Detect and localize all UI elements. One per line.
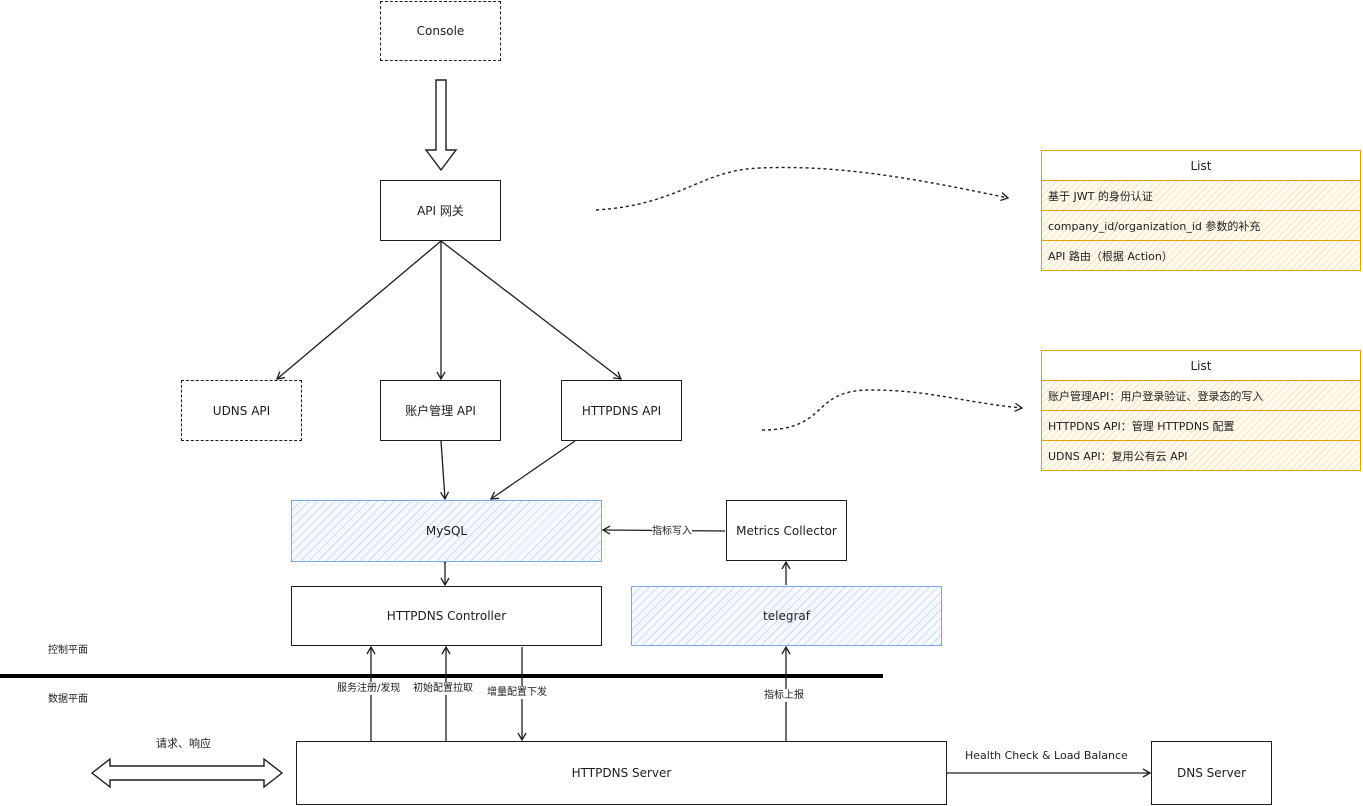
- account-api-label: 账户管理 API: [405, 404, 476, 418]
- api-feature-list: List 账户管理API：用户登录验证、登录态的写入 HTTPDNS API：管…: [1041, 350, 1361, 471]
- console-label: Console: [416, 24, 465, 38]
- telegraf-label: telegraf: [763, 609, 810, 623]
- metrics-collector-label: Metrics Collector: [736, 523, 837, 538]
- gateway-to-httpdns-api-arrow: [440, 240, 623, 380]
- request-response-label: 请求、响应: [156, 737, 211, 750]
- api-gateway-node[interactable]: API 网关: [380, 180, 501, 241]
- mysql-label: MySQL: [425, 524, 468, 538]
- account-api-node[interactable]: 账户管理 API: [380, 380, 501, 441]
- httpdns-api-label: HTTPDNS API: [581, 403, 662, 418]
- list-item: 基于 JWT 的身份认证: [1042, 181, 1360, 211]
- httpdns-api-node[interactable]: HTTPDNS API: [561, 380, 682, 441]
- httpdns-controller-label: HTTPDNS Controller: [386, 609, 507, 623]
- gateway-to-udns-arrow: [275, 240, 442, 380]
- metrics-collector-node[interactable]: Metrics Collector: [726, 500, 847, 561]
- config-pull-label: 初始配置拉取: [413, 682, 473, 695]
- console-node[interactable]: Console: [380, 1, 501, 61]
- config-push-label: 增量配置下发: [487, 686, 547, 699]
- httpdns-api-to-mysql-arrow: [489, 440, 576, 500]
- control-plane-label: 控制平面: [48, 645, 88, 656]
- api-to-list-curve: [761, 389, 1024, 431]
- console-to-gateway-arrow: [424, 79, 458, 172]
- gateway-to-list-curve: [595, 166, 1010, 211]
- service-register-label: 服务注册/发现: [337, 682, 401, 695]
- list-item: company_id/organization_id 参数的补充: [1042, 211, 1360, 241]
- dns-server-label: DNS Server: [1177, 766, 1246, 780]
- udns-api-label: UDNS API: [212, 403, 271, 418]
- dns-server-node[interactable]: DNS Server: [1151, 741, 1272, 805]
- list-item: API 路由（根据 Action）: [1042, 241, 1360, 270]
- account-to-mysql-arrow: [439, 440, 450, 501]
- metrics-write-label: 指标写入: [652, 525, 692, 538]
- health-check-label: Health Check & Load Balance: [965, 749, 1128, 762]
- httpdns-controller-node[interactable]: HTTPDNS Controller: [291, 586, 602, 646]
- httpdns-server-label: HTTPDNS Server: [571, 766, 672, 780]
- list-header: List: [1042, 151, 1360, 181]
- telegraf-node[interactable]: telegraf: [631, 586, 942, 646]
- list-item: HTTPDNS API：管理 HTTPDNS 配置: [1042, 411, 1360, 441]
- list-header: List: [1042, 351, 1360, 381]
- list-item: 账户管理API：用户登录验证、登录态的写入: [1042, 381, 1360, 411]
- mysql-node[interactable]: MySQL: [291, 500, 602, 562]
- gateway-feature-list: List 基于 JWT 的身份认证 company_id/organizatio…: [1041, 150, 1361, 271]
- request-response-double-arrow: [90, 757, 284, 789]
- api-gateway-label: API 网关: [417, 204, 464, 218]
- httpdns-server-node[interactable]: HTTPDNS Server: [296, 741, 947, 805]
- data-plane-label: 数据平面: [48, 694, 88, 705]
- metrics-report-label: 指标上报: [764, 689, 804, 702]
- list-item: UDNS API：复用公有云 API: [1042, 441, 1360, 470]
- udns-api-node[interactable]: UDNS API: [181, 380, 302, 441]
